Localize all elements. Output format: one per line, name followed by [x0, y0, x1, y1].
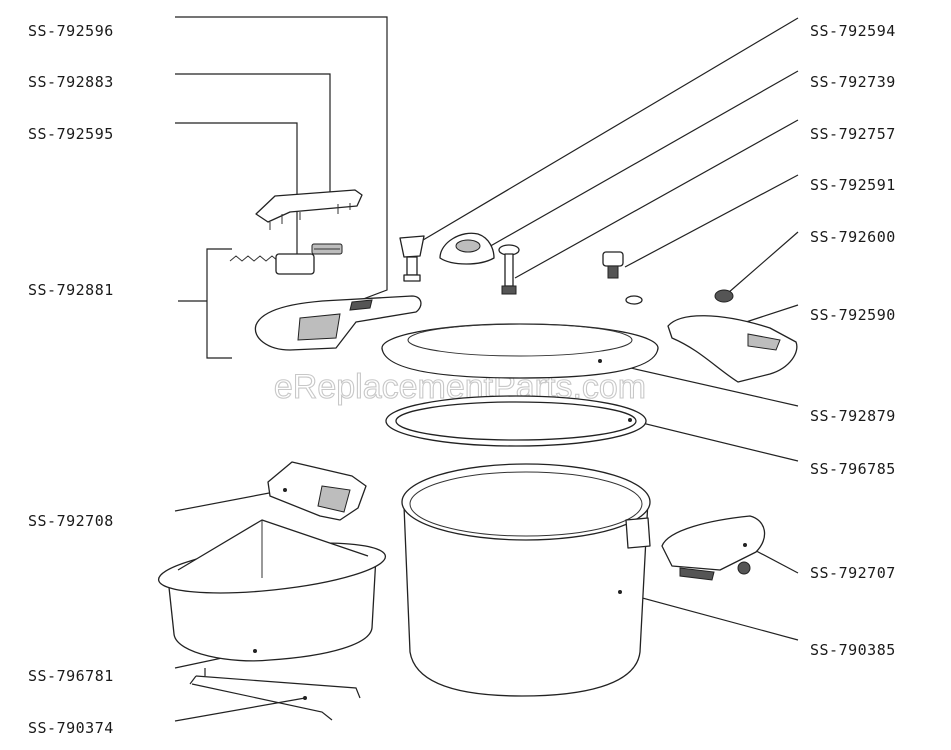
leader-792600 — [727, 231, 799, 294]
part-790385-pot — [401, 463, 651, 697]
label-ss-792596: SS-792596 — [28, 22, 114, 40]
part-790374-trivet — [189, 668, 361, 721]
leader-792739 — [479, 70, 799, 253]
label-ss-792595: SS-792595 — [28, 125, 114, 143]
part-792600-cap — [714, 289, 734, 303]
label-ss-796781: SS-796781 — [28, 667, 114, 685]
part-792879-lid — [381, 323, 659, 379]
part-792595-locking-spring — [229, 243, 343, 275]
part-796785-gasket — [385, 395, 647, 447]
part-792881-handle — [254, 295, 422, 351]
part-792883-handle-plate — [255, 189, 363, 230]
part-792757-valve-stem — [498, 244, 520, 295]
leader-792757 — [514, 119, 799, 279]
leader-792883 — [175, 73, 331, 200]
leader-790385 — [619, 591, 799, 641]
leader-792594 — [417, 17, 799, 244]
label-ss-790374: SS-790374 — [28, 719, 114, 737]
label-ss-792883: SS-792883 — [28, 73, 114, 91]
label-ss-792708: SS-792708 — [28, 512, 114, 530]
label-ss-790385: SS-790385 — [810, 641, 896, 659]
label-ss-792739: SS-792739 — [810, 73, 896, 91]
part-792708-bracket — [267, 461, 367, 521]
part-792707-grip — [661, 515, 766, 581]
label-ss-792594: SS-792594 — [810, 22, 896, 40]
leader-792881-bracket — [206, 248, 232, 359]
leader-792708 — [174, 489, 286, 512]
leader-792590 — [745, 304, 799, 323]
leader-790374 — [174, 697, 306, 722]
leader-792879 — [599, 360, 799, 407]
label-ss-792591: SS-792591 — [810, 176, 896, 194]
part-labels: SS-792596 SS-792883 SS-792595 SS-792881 … — [28, 22, 896, 737]
label-ss-792590: SS-792590 — [810, 306, 896, 324]
label-ss-792707: SS-792707 — [810, 564, 896, 582]
leader-796785 — [629, 419, 799, 462]
leader-792591 — [624, 174, 799, 268]
label-ss-792881: SS-792881 — [28, 281, 114, 299]
label-ss-792879: SS-792879 — [810, 407, 896, 425]
label-ss-792600: SS-792600 — [810, 228, 896, 246]
leader-792595 — [175, 122, 298, 258]
leader-lines — [174, 16, 799, 722]
leader-792596 — [175, 16, 388, 305]
part-796781-steamer-basket — [157, 519, 387, 662]
part-792590-side-handle — [667, 315, 798, 383]
part-792739-regulator — [439, 232, 495, 265]
label-ss-796785: SS-796785 — [810, 460, 896, 478]
part-792594-valve — [399, 235, 425, 282]
label-ss-792757: SS-792757 — [810, 125, 896, 143]
part-792591-safety-valve — [602, 251, 643, 305]
